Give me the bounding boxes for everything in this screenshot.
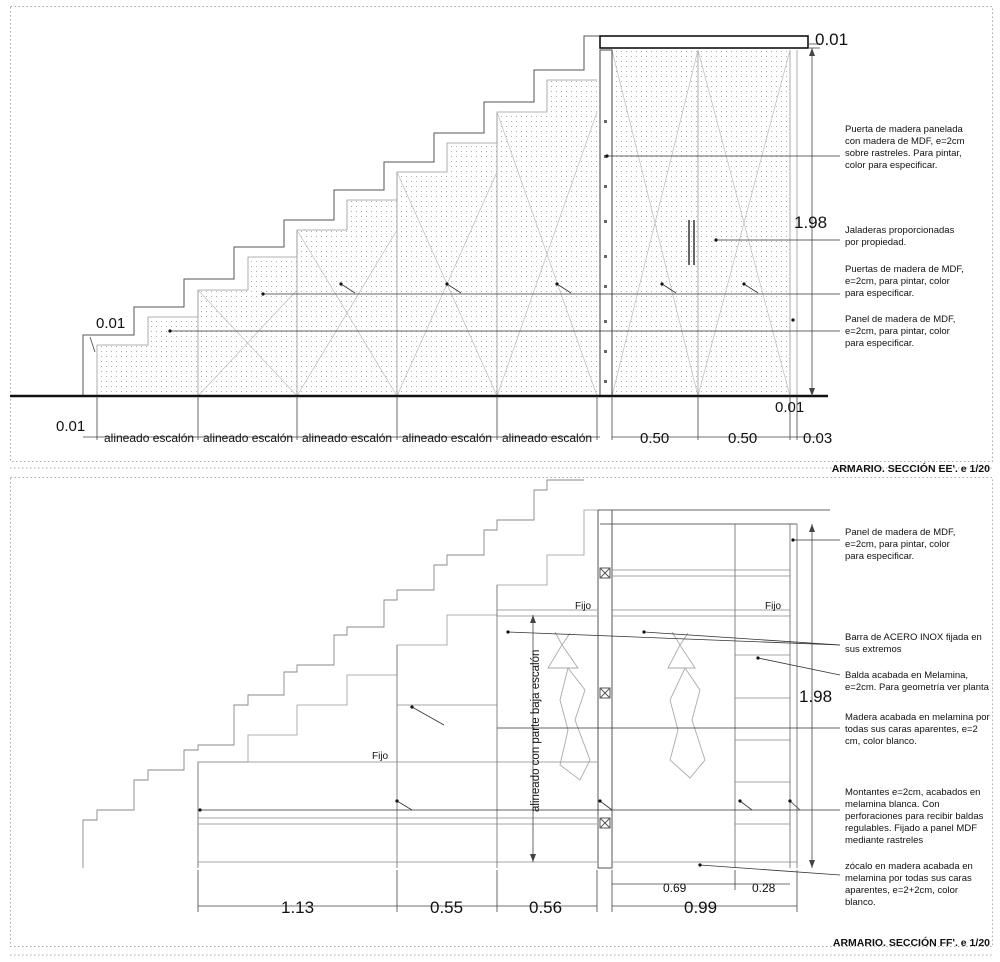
note-ff-2-line-2: sus extremos — [845, 644, 902, 655]
section-ff-labels: Fijo Fijo Fijo alineado con parte baja e… — [372, 601, 782, 812]
svg-text:Panel de madera de MDF,e=2cm,: Panel de madera de MDF,e=2cm, para pinta… — [845, 527, 955, 562]
note-ff-5-line-5: mediante rastreles — [845, 835, 923, 846]
note-ff-6-line-3: aparentes, e=2+2cm, color — [845, 885, 958, 896]
dim-step-5: alineado escalón — [502, 431, 592, 445]
note-ee-3-line-3: para especificar. — [845, 288, 914, 299]
svg-text:Puertas de madera de MDF,e=2cm: Puertas de madera de MDF,e=2cm, para pin… — [845, 264, 964, 299]
section-ee-title: ARMARIO. SECCIÓN EE'. e 1/20 — [832, 462, 990, 475]
note-ff-6-line-1: zócalo en madera acabada en — [845, 861, 973, 872]
note-ff-5-line-2: melamina blanca. Con — [845, 799, 940, 810]
dim-height-ee: 1.98 — [794, 213, 827, 232]
note-ee-3-line-1: Puertas de madera de MDF, — [845, 264, 964, 275]
dim-left-step: 0.01 — [96, 315, 125, 332]
note-ee-2-line-1: Jaladeras proporcionadas — [845, 225, 955, 236]
note-ee-1-line-2: con madera de MDF, e=2cm — [845, 136, 965, 147]
note-ee-3-line-2: e=2cm, para pintar, color — [845, 276, 950, 287]
dim-ff-3: 0.56 — [529, 898, 562, 917]
note-ee-1-line-3: sobre rastreles. Para pintar, — [845, 148, 962, 159]
top-frame — [10, 6, 993, 462]
section-ee-dimensions: 0.01 1.98 0.01 0.01 0.01 alineado escaló… — [56, 30, 848, 447]
dim-ff-sub-2: 0.28 — [752, 881, 776, 895]
note-ff-3-line-2: e=2cm. Para geometría ver planta — [845, 682, 990, 693]
section-ee-drawing — [10, 35, 840, 440]
note-ff-4-line-1: Madera acabada en melamina por — [845, 712, 990, 723]
label-fijo-3: Fijo — [372, 751, 389, 762]
note-ff-3-line-1: Balda acabada en Melamina, — [845, 670, 968, 681]
note-ff-1-line-3: para especificar. — [845, 551, 914, 562]
dim-ff-sub-1: 0.69 — [663, 881, 687, 895]
dim-ff-2: 0.55 — [430, 898, 463, 917]
svg-text:Panel de madera de MDF,e=2cm,: Panel de madera de MDF,e=2cm, para pinta… — [845, 314, 955, 349]
stair-outline-ff — [82, 479, 584, 868]
dim-step-3: alineado escalón — [302, 431, 392, 445]
dim-bottom-right: 0.01 — [775, 399, 804, 416]
note-ee-1-line-4: color para especificar. — [845, 160, 937, 171]
dim-step-2: alineado escalón — [203, 431, 293, 445]
dim-height-ff: 1.98 — [799, 687, 832, 706]
dim-bottom-left: 0.01 — [56, 418, 85, 435]
note-ff-4-line-2: todas sus caras aparentes, e=2 — [845, 724, 978, 735]
dim-ff-1: 1.13 — [281, 898, 314, 917]
note-ff-2-line-1: Barra de ACERO INOX fijada en — [845, 632, 982, 643]
bottom-frame — [10, 477, 993, 947]
dim-top-right: 0.01 — [815, 30, 848, 49]
dim-ff-4: 0.99 — [684, 898, 717, 917]
label-vertical-alignment: alineado con parte baja escalón — [530, 650, 542, 812]
note-ff-4-line-3: cm, color blanco. — [845, 736, 917, 747]
note-ee-4-line-2: e=2cm, para pintar, color — [845, 326, 950, 337]
label-fijo-1: Fijo — [575, 601, 592, 612]
section-ff-dimensions: 1.98 1.13 0.55 0.56 0.99 0.69 0.28 — [281, 687, 832, 917]
dim-right-3: 0.03 — [803, 430, 832, 447]
note-ff-5-line-3: perforaciones para recibir baldas — [845, 811, 984, 822]
section-ff-title: ARMARIO. SECCIÓN FF'. e 1/20 — [833, 936, 990, 949]
dim-step-1: alineado escalón — [104, 431, 194, 445]
label-fijo-2: Fijo — [765, 601, 782, 612]
note-ee-2-line-2: por propiedad. — [845, 237, 906, 248]
note-ff-5-line-4: regulables. Fijado a panel MDF — [845, 823, 977, 834]
note-ff-6-line-4: blanco. — [845, 897, 876, 908]
note-ff-1-line-2: e=2cm, para pintar, color — [845, 539, 950, 550]
svg-text:Balda acabada en Melamina,e=2c: Balda acabada en Melamina,e=2cm. Para ge… — [845, 670, 990, 693]
note-ff-5-line-1: Montantes e=2cm, acabados en — [845, 787, 980, 798]
section-ff-drawing — [82, 479, 841, 912]
note-ff-1-line-1: Panel de madera de MDF, — [845, 527, 955, 538]
section-ff-notes: Panel de madera de MDF,e=2cm, para pinta… — [845, 527, 990, 908]
note-ee-1-line-1: Puerta de madera panelada — [845, 124, 963, 135]
dim-step-4: alineado escalón — [402, 431, 492, 445]
note-ff-6-line-2: melamina por todas sus caras — [845, 873, 972, 884]
dim-right-2: 0.50 — [728, 430, 757, 447]
note-ee-4-line-3: para especificar. — [845, 338, 914, 349]
note-ee-4-line-1: Panel de madera de MDF, — [845, 314, 955, 325]
stair-outline — [82, 35, 600, 396]
dim-right-1: 0.50 — [640, 430, 669, 447]
